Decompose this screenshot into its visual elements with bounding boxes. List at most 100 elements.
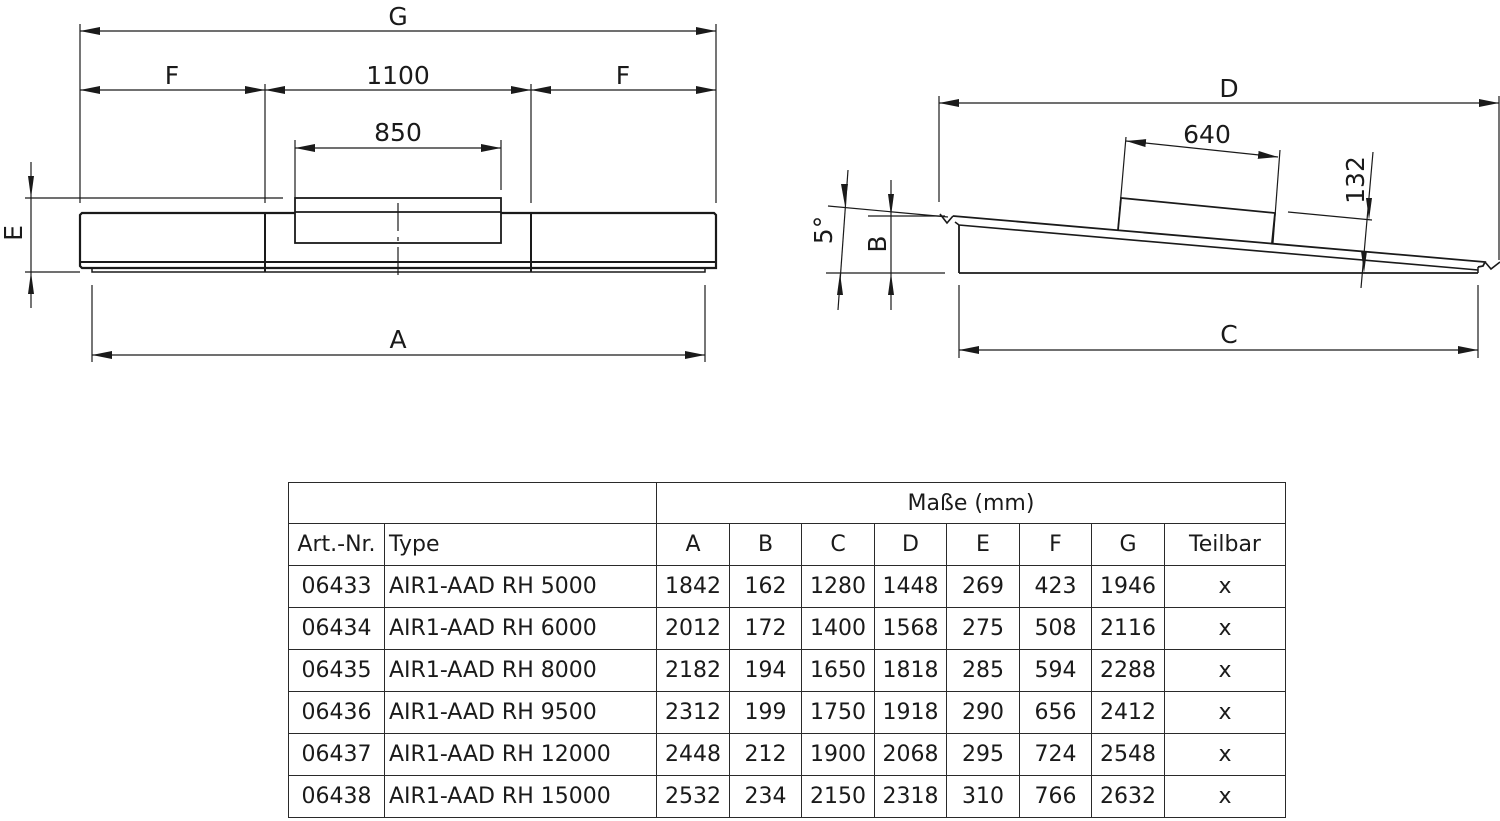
side-view bbox=[826, 96, 1500, 358]
table-row: 06434 AIR1-AAD RH 6000 2012 172 1400 156… bbox=[288, 607, 1286, 650]
technical-drawing: G F 1100 F 850 A E bbox=[0, 2, 1500, 362]
label-f-right: F bbox=[616, 61, 630, 90]
cell-b: 194 bbox=[729, 649, 802, 692]
cell-e: 295 bbox=[946, 733, 1020, 776]
empty-header-cell bbox=[288, 482, 657, 524]
cell-type: AIR1-AAD RH 12000 bbox=[384, 733, 657, 776]
cell-b: 212 bbox=[729, 733, 802, 776]
cell-c: 1650 bbox=[801, 649, 875, 692]
col-header-b: B bbox=[729, 523, 802, 566]
table-row: 06437 AIR1-AAD RH 12000 2448 212 1900 20… bbox=[288, 733, 1286, 776]
cell-teilbar: x bbox=[1164, 775, 1286, 818]
table-row: 06438 AIR1-AAD RH 15000 2532 234 2150 23… bbox=[288, 775, 1286, 818]
cell-b: 234 bbox=[729, 775, 802, 818]
cell-f: 656 bbox=[1019, 691, 1092, 734]
label-b: B bbox=[863, 235, 892, 252]
cell-type: AIR1-AAD RH 6000 bbox=[384, 607, 657, 650]
cell-b: 162 bbox=[729, 565, 802, 608]
cell-e: 290 bbox=[946, 691, 1020, 734]
cell-type: AIR1-AAD RH 15000 bbox=[384, 775, 657, 818]
cell-a: 1842 bbox=[656, 565, 730, 608]
label-e: E bbox=[0, 225, 28, 241]
cell-d: 1448 bbox=[874, 565, 947, 608]
cell-b: 199 bbox=[729, 691, 802, 734]
cell-d: 1918 bbox=[874, 691, 947, 734]
cell-teilbar: x bbox=[1164, 733, 1286, 776]
table-row: 06433 AIR1-AAD RH 5000 1842 162 1280 144… bbox=[288, 565, 1286, 608]
label-g: G bbox=[388, 2, 407, 31]
label-640: 640 bbox=[1183, 120, 1231, 149]
cell-e: 275 bbox=[946, 607, 1020, 650]
cell-teilbar: x bbox=[1164, 649, 1286, 692]
table-header-row: Art.-Nr. Type A B C D E F G Teilbar bbox=[288, 523, 1286, 566]
cell-type: AIR1-AAD RH 5000 bbox=[384, 565, 657, 608]
cell-type: AIR1-AAD RH 9500 bbox=[384, 691, 657, 734]
cell-teilbar: x bbox=[1164, 607, 1286, 650]
top-view bbox=[25, 24, 718, 362]
col-header-e: E bbox=[946, 523, 1020, 566]
cell-teilbar: x bbox=[1164, 691, 1286, 734]
cell-d: 1818 bbox=[874, 649, 947, 692]
cell-art-nr: 06437 bbox=[288, 733, 385, 776]
table-row: 06435 AIR1-AAD RH 8000 2182 194 1650 181… bbox=[288, 649, 1286, 692]
label-angle: 5° bbox=[809, 216, 838, 244]
cell-c: 1750 bbox=[801, 691, 875, 734]
cell-a: 2532 bbox=[656, 775, 730, 818]
dim-line-640 bbox=[1125, 139, 1279, 159]
cell-art-nr: 06436 bbox=[288, 691, 385, 734]
top-view-labels: G F 1100 F 850 A E bbox=[0, 2, 630, 354]
label-850: 850 bbox=[374, 118, 422, 147]
col-header-d: D bbox=[874, 523, 947, 566]
cell-g: 2632 bbox=[1091, 775, 1165, 818]
cell-type: AIR1-AAD RH 8000 bbox=[384, 649, 657, 692]
group-header-dimensions: Maße (mm) bbox=[656, 482, 1286, 524]
cell-art-nr: 06433 bbox=[288, 565, 385, 608]
cell-g: 2288 bbox=[1091, 649, 1165, 692]
label-1100: 1100 bbox=[366, 61, 430, 90]
cell-g: 2412 bbox=[1091, 691, 1165, 734]
label-f-left: F bbox=[165, 61, 179, 90]
label-a: A bbox=[389, 325, 406, 354]
label-d: D bbox=[1219, 74, 1238, 103]
cell-art-nr: 06435 bbox=[288, 649, 385, 692]
cell-art-nr: 06438 bbox=[288, 775, 385, 818]
cell-g: 2116 bbox=[1091, 607, 1165, 650]
cell-teilbar: x bbox=[1164, 565, 1286, 608]
col-header-f: F bbox=[1019, 523, 1092, 566]
cell-f: 423 bbox=[1019, 565, 1092, 608]
table-row: 06436 AIR1-AAD RH 9500 2312 199 1750 191… bbox=[288, 691, 1286, 734]
col-header-a: A bbox=[656, 523, 730, 566]
cell-e: 310 bbox=[946, 775, 1020, 818]
cell-f: 766 bbox=[1019, 775, 1092, 818]
cell-a: 2448 bbox=[656, 733, 730, 776]
cell-art-nr: 06434 bbox=[288, 607, 385, 650]
cell-e: 285 bbox=[946, 649, 1020, 692]
cell-c: 1400 bbox=[801, 607, 875, 650]
cell-g: 1946 bbox=[1091, 565, 1165, 608]
cell-d: 1568 bbox=[874, 607, 947, 650]
cell-c: 1280 bbox=[801, 565, 875, 608]
cell-a: 2182 bbox=[656, 649, 730, 692]
cell-c: 1900 bbox=[801, 733, 875, 776]
col-header-c: C bbox=[801, 523, 875, 566]
cell-e: 269 bbox=[946, 565, 1020, 608]
cell-f: 508 bbox=[1019, 607, 1092, 650]
dimensions-table: Maße (mm) Art.-Nr. Type A B C D E F G Te… bbox=[288, 482, 1286, 818]
cell-b: 172 bbox=[729, 607, 802, 650]
cell-f: 724 bbox=[1019, 733, 1092, 776]
col-header-type: Type bbox=[384, 523, 657, 566]
col-header-art-nr: Art.-Nr. bbox=[288, 523, 385, 566]
cell-a: 2312 bbox=[656, 691, 730, 734]
label-132: 132 bbox=[1341, 156, 1370, 204]
side-view-labels: D 640 C 132 5° B bbox=[809, 74, 1370, 349]
col-header-g: G bbox=[1091, 523, 1165, 566]
cell-f: 594 bbox=[1019, 649, 1092, 692]
label-c: C bbox=[1220, 320, 1237, 349]
cell-a: 2012 bbox=[656, 607, 730, 650]
cell-d: 2318 bbox=[874, 775, 947, 818]
cell-g: 2548 bbox=[1091, 733, 1165, 776]
cell-d: 2068 bbox=[874, 733, 947, 776]
table-group-header-row: Maße (mm) bbox=[288, 482, 1286, 524]
cell-c: 2150 bbox=[801, 775, 875, 818]
col-header-teilbar: Teilbar bbox=[1164, 523, 1286, 566]
